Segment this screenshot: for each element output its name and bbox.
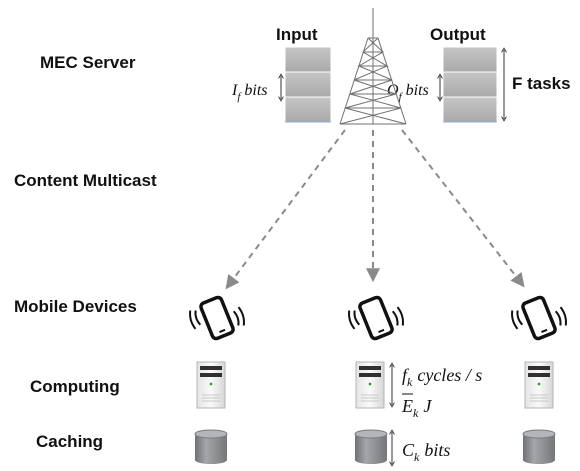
server-icon — [355, 361, 385, 409]
database-cylinder-icon — [354, 429, 388, 464]
row-label-caching: Caching — [36, 432, 103, 451]
input-stack — [284, 46, 332, 123]
row-label-computing: Computing — [30, 377, 120, 396]
server-icon — [524, 361, 554, 409]
smartphone-icon — [348, 295, 404, 341]
smartphone-icon — [189, 295, 245, 341]
output-label: Output — [430, 25, 486, 44]
row-label-mobile-devices: Mobile Devices — [14, 297, 137, 316]
row-label-mec-server: MEC Server — [40, 53, 136, 72]
row-label-content-multicast: Content Multicast — [14, 171, 157, 190]
input-label: Input — [276, 25, 318, 44]
multicast-arrows — [225, 129, 525, 290]
multicast-arrow-right — [401, 129, 525, 288]
database-cylinder-icon — [522, 429, 556, 464]
smartphone-icon — [511, 295, 567, 341]
multicast-arrow-left — [225, 129, 346, 290]
output-stack — [442, 46, 498, 123]
database-cylinder-icon — [194, 429, 228, 464]
server-icon — [196, 361, 226, 409]
tasks-label: F tasks — [512, 74, 571, 93]
cell-tower-icon — [339, 8, 407, 125]
